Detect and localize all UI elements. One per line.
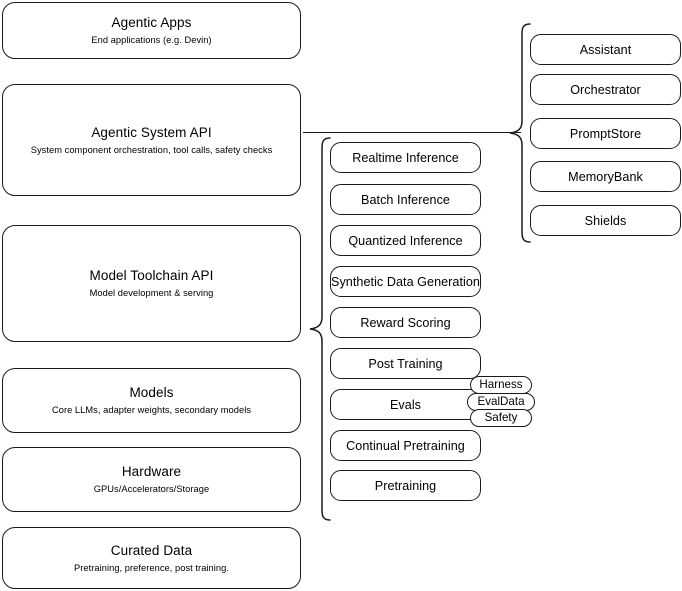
- capability-label: Batch Inference: [361, 192, 450, 207]
- capability-box-pretraining[interactable]: Pretraining: [330, 470, 481, 501]
- layer-subtitle: Pretraining, preference, post training.: [74, 562, 229, 573]
- layer-box-agentic-system-api[interactable]: Agentic System API System component orch…: [2, 84, 301, 196]
- layer-title: Hardware: [121, 464, 182, 479]
- system-component-box-assistant[interactable]: Assistant: [530, 34, 681, 65]
- capability-box-batch-inference[interactable]: Batch Inference: [330, 184, 481, 215]
- system-component-label: PromptStore: [569, 126, 642, 141]
- system-component-label: Orchestrator: [570, 82, 641, 97]
- capability-box-evals[interactable]: Evals: [330, 389, 481, 420]
- layer-subtitle: Core LLMs, adapter weights, secondary mo…: [51, 405, 252, 415]
- evals-pill-label: EvalData: [477, 395, 525, 408]
- capability-box-continual-pretraining[interactable]: Continual Pretraining: [330, 430, 481, 461]
- evals-pill-harness[interactable]: Harness: [470, 376, 532, 394]
- system-component-label: Assistant: [579, 42, 632, 57]
- layer-subtitle: GPUs/Accelerators/Storage: [93, 484, 210, 494]
- layer-title: Models: [129, 385, 174, 400]
- system-component-box-memorybank[interactable]: MemoryBank: [530, 161, 681, 192]
- capability-box-post-training[interactable]: Post Training: [330, 348, 481, 379]
- capability-box-quantized-inference[interactable]: Quantized Inference: [330, 225, 481, 256]
- brace-toolchain-capabilities: [308, 136, 332, 522]
- system-component-label: MemoryBank: [568, 169, 643, 184]
- layer-box-hardware[interactable]: Hardware GPUs/Accelerators/Storage: [2, 447, 301, 512]
- system-component-box-orchestrator[interactable]: Orchestrator: [530, 74, 681, 105]
- connector-line-system-api: [303, 132, 521, 134]
- layer-title: Agentic Apps: [111, 15, 192, 30]
- capability-label: Realtime Inference: [352, 150, 459, 165]
- layer-box-curated-data[interactable]: Curated Data Pretraining, preference, po…: [2, 527, 301, 589]
- evals-pill-safety[interactable]: Safety: [470, 409, 532, 427]
- capability-box-realtime-inference[interactable]: Realtime Inference: [330, 142, 481, 173]
- evals-pill-label: Safety: [484, 411, 518, 424]
- layer-subtitle: Model development & serving: [89, 288, 214, 298]
- capability-box-reward-scoring[interactable]: Reward Scoring: [330, 307, 481, 338]
- capability-label: Evals: [389, 397, 422, 412]
- capability-box-synthetic-data-generation[interactable]: Synthetic Data Generation: [330, 266, 481, 297]
- capability-label: Post Training: [368, 356, 443, 371]
- capability-label: Synthetic Data Generation: [331, 274, 480, 289]
- layer-subtitle: System component orchestration, tool cal…: [30, 144, 273, 155]
- system-component-box-shields[interactable]: Shields: [530, 205, 681, 236]
- layer-box-model-toolchain-api[interactable]: Model Toolchain API Model development & …: [2, 225, 301, 342]
- system-component-label: Shields: [584, 213, 627, 228]
- layer-subtitle: End applications (e.g. Devin): [91, 35, 212, 45]
- capability-label: Quantized Inference: [348, 233, 463, 248]
- layer-title: Model Toolchain API: [89, 268, 214, 283]
- layer-box-agentic-apps[interactable]: Agentic Apps End applications (e.g. Devi…: [2, 2, 301, 59]
- layer-title: Agentic System API: [91, 124, 212, 140]
- capability-label: Pretraining: [374, 478, 437, 493]
- brace-system-components: [508, 22, 532, 244]
- system-component-box-promptstore[interactable]: PromptStore: [530, 118, 681, 149]
- capability-label: Continual Pretraining: [346, 438, 465, 453]
- layer-box-models[interactable]: Models Core LLMs, adapter weights, secon…: [2, 368, 301, 433]
- evals-pill-label: Harness: [479, 378, 523, 391]
- capability-label: Reward Scoring: [360, 315, 451, 330]
- layer-title: Curated Data: [110, 542, 193, 558]
